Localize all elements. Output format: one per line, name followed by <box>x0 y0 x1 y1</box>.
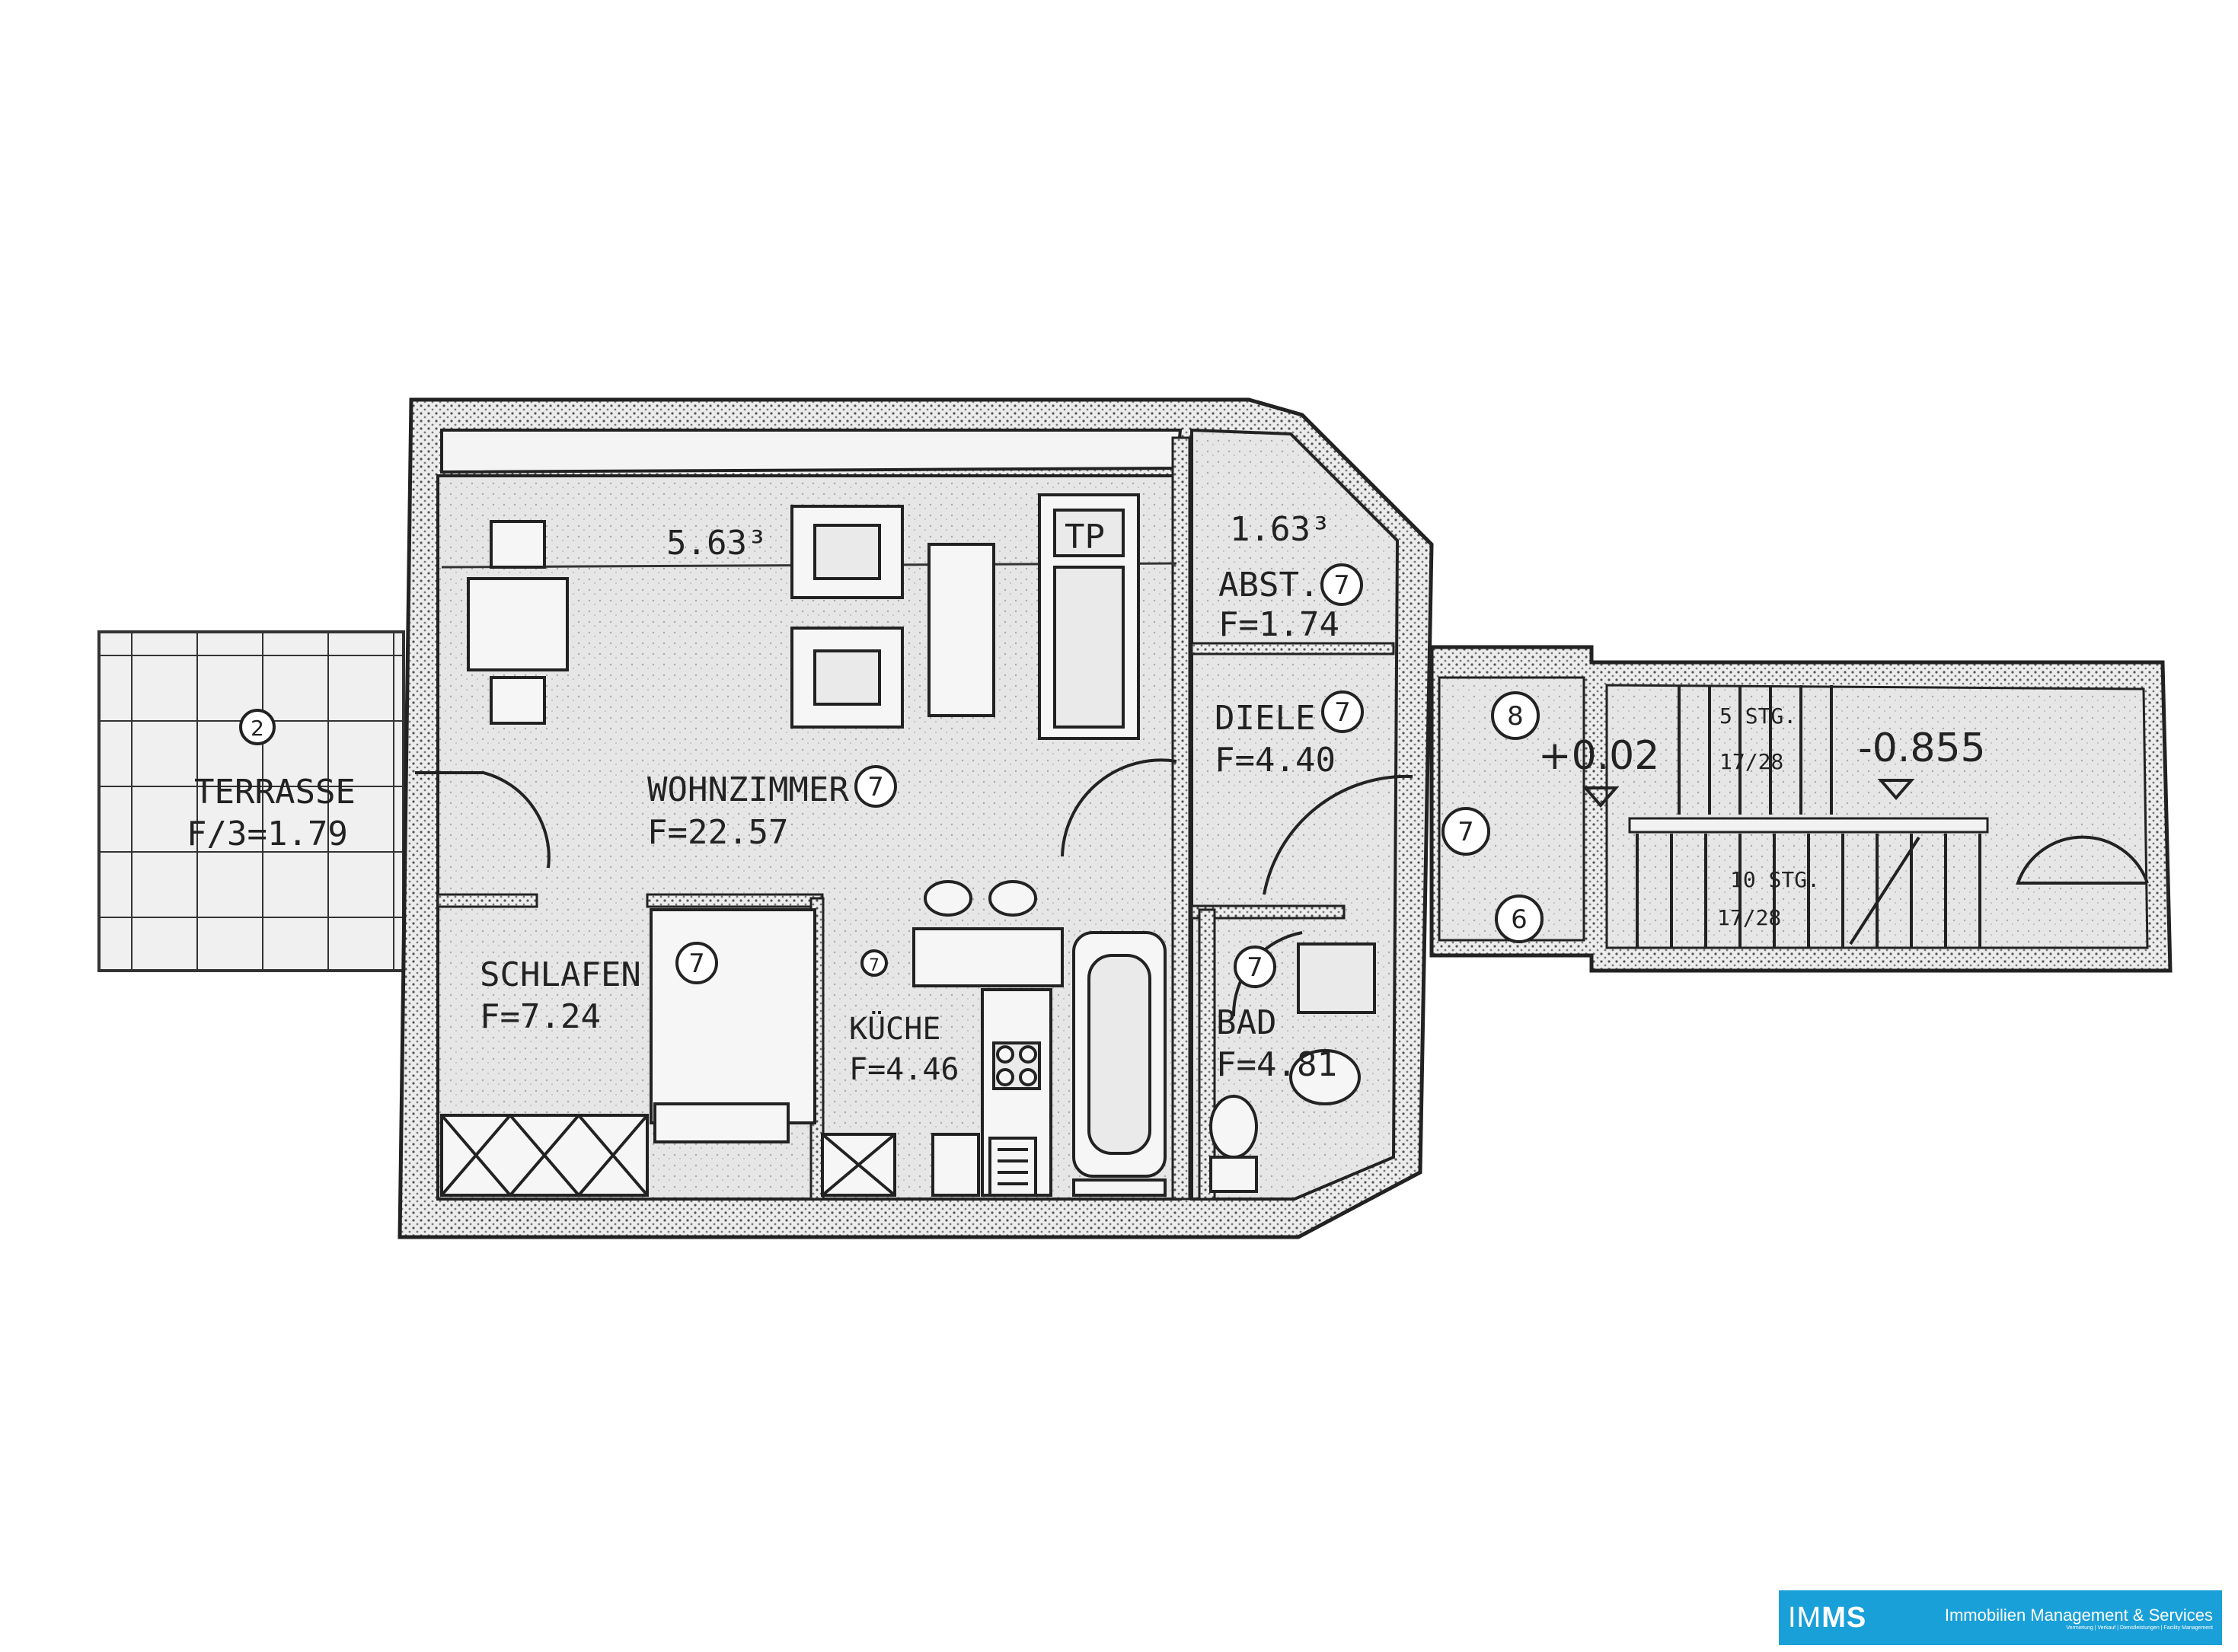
logo-mark-bold: MS <box>1821 1601 1867 1634</box>
stair-lower-ratio: 17/28 <box>1717 905 1781 930</box>
level-entry: +0.02 <box>1538 733 1659 779</box>
terrace <box>97 630 405 972</box>
room-area-bad: F=4.81 <box>1216 1045 1337 1084</box>
corridor-marker-8: 8 <box>1507 701 1524 732</box>
marker-labels: 7 7 7 7 7 7 2 8 7 6 <box>251 570 1528 983</box>
corridor-marker-7: 7 <box>1457 817 1474 847</box>
logo-mark-light: IM <box>1788 1601 1822 1634</box>
corridor-marker-6: 6 <box>1511 904 1528 935</box>
marker-wohnzimmer: 7 <box>867 772 884 802</box>
dim-living-height: 5.63³ <box>666 524 767 563</box>
room-area-terrasse: F/3=1.79 <box>187 815 348 853</box>
tp-label: TP <box>1065 518 1105 557</box>
room-name-wohnzimmer: WOHNZIMMER <box>647 770 849 809</box>
room-area-abst: F=1.74 <box>1218 605 1339 644</box>
room-area-diele: F=4.40 <box>1215 741 1336 780</box>
room-name-abst: ABST. <box>1218 566 1319 604</box>
marker-abst: 7 <box>1333 570 1350 601</box>
marker-kueche: 7 <box>869 956 880 975</box>
marker-terrasse: 2 <box>251 716 264 741</box>
company-logo: IMMS Immobilien Management & Services Ve… <box>1779 1590 2222 1645</box>
stair-annex <box>1429 645 2173 973</box>
logo-subline: Vermietung | Verkauf | Dienstleistungen … <box>2066 1625 2213 1631</box>
room-labels: WOHNZIMMER F=22.57 SCHLAFEN F=7.24 KÜCHE… <box>187 566 1339 1087</box>
room-name-terrasse: TERRASSE <box>194 773 356 812</box>
dim-abst-height: 1.63³ <box>1230 510 1330 549</box>
room-area-wohnzimmer: F=22.57 <box>647 813 788 852</box>
logo-text: Immobilien Management & Services Vermiet… <box>1945 1606 2213 1631</box>
stair-upper-ratio: 17/28 <box>1719 749 1783 774</box>
marker-schlafen: 7 <box>688 949 705 979</box>
annotations: 5.63³ 1.63³ TP +0.02 -0.855 5 STG. 17/28… <box>666 510 1986 930</box>
stair-upper-count: 5 STG. <box>1719 703 1796 729</box>
room-name-diele: DIELE <box>1215 699 1315 738</box>
room-area-schlafen: F=7.24 <box>480 997 601 1036</box>
room-markers <box>239 563 1544 988</box>
wardrobes <box>440 1114 896 1197</box>
level-stair: -0.855 <box>1858 726 1986 771</box>
logo-mark: IMMS <box>1788 1602 1866 1634</box>
room-name-bad: BAD <box>1216 1003 1276 1042</box>
room-name-schlafen: SCHLAFEN <box>480 955 641 994</box>
stair-lower-count: 10 STG. <box>1730 867 1820 892</box>
marker-diele: 7 <box>1334 697 1351 728</box>
logo-tagline: Immobilien Management & Services <box>1944 1605 2213 1625</box>
room-area-kueche: F=4.46 <box>849 1052 959 1087</box>
room-name-kueche: KÜCHE <box>849 1010 940 1047</box>
furniture <box>467 493 1376 1197</box>
marker-bad: 7 <box>1247 952 1263 983</box>
